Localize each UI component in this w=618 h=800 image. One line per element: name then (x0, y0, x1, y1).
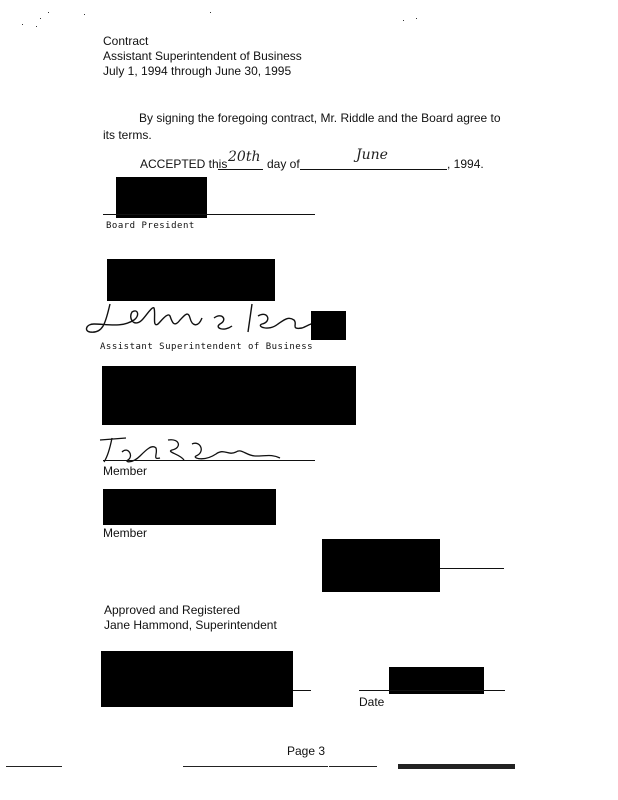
accepted-line: ACCEPTED this 20th day of June , 1994. (140, 147, 520, 173)
page-number: Page 3 (287, 744, 326, 758)
scan-speck (22, 24, 23, 25)
scan-speck (36, 26, 37, 27)
assistant-superintendent-label: Assistant Superintendent of Business (100, 342, 314, 352)
superintendent-name: Jane Hammond, Superintendent (104, 618, 277, 632)
signature-member (99, 437, 281, 463)
redaction-block (102, 366, 356, 425)
scan-speck (210, 12, 211, 13)
redaction-block (389, 667, 484, 694)
accepted-month: June (356, 147, 388, 163)
signature-line-board-president (103, 214, 315, 215)
footer-rule (329, 766, 377, 767)
footer-rule (6, 766, 62, 767)
approved-registered: Approved and Registered (104, 603, 241, 617)
signature-jeffrey-riddle (85, 303, 317, 333)
accepted-suffix: , 1994. (447, 157, 484, 171)
accepted-middle: day of (267, 157, 300, 171)
member-label-2: Member (103, 526, 148, 540)
redaction-block (116, 177, 207, 218)
scan-speck (48, 12, 49, 13)
header-term: July 1, 1994 through June 30, 1995 (103, 64, 292, 78)
month-fill-line (300, 169, 447, 170)
date-line (359, 690, 505, 691)
footer-rule-thick (398, 764, 515, 769)
agreement-paragraph: By signing the foregoing contract, Mr. R… (103, 111, 501, 142)
redaction-block (322, 539, 440, 592)
signature-line-right (440, 568, 504, 569)
board-president-label: Board President (106, 221, 195, 231)
scan-speck (403, 20, 404, 21)
signature-line-superintendent (293, 690, 311, 691)
scan-speck (416, 18, 417, 19)
scan-speck (40, 18, 41, 19)
redaction-block (101, 651, 293, 707)
accepted-prefix: ACCEPTED this (140, 157, 228, 171)
scan-speck (84, 14, 85, 15)
redaction-block (107, 259, 275, 301)
header-position: Assistant Superintendent of Business (103, 49, 302, 63)
footer-rule (183, 766, 328, 767)
redaction-block (103, 489, 276, 525)
date-label: Date (359, 695, 385, 709)
day-fill-line (218, 169, 263, 170)
accepted-day: 20th (228, 149, 261, 165)
signature-line-member-1 (103, 460, 315, 461)
member-label-1: Member (103, 464, 148, 478)
redaction-block (311, 311, 346, 340)
header-contract: Contract (103, 34, 149, 48)
